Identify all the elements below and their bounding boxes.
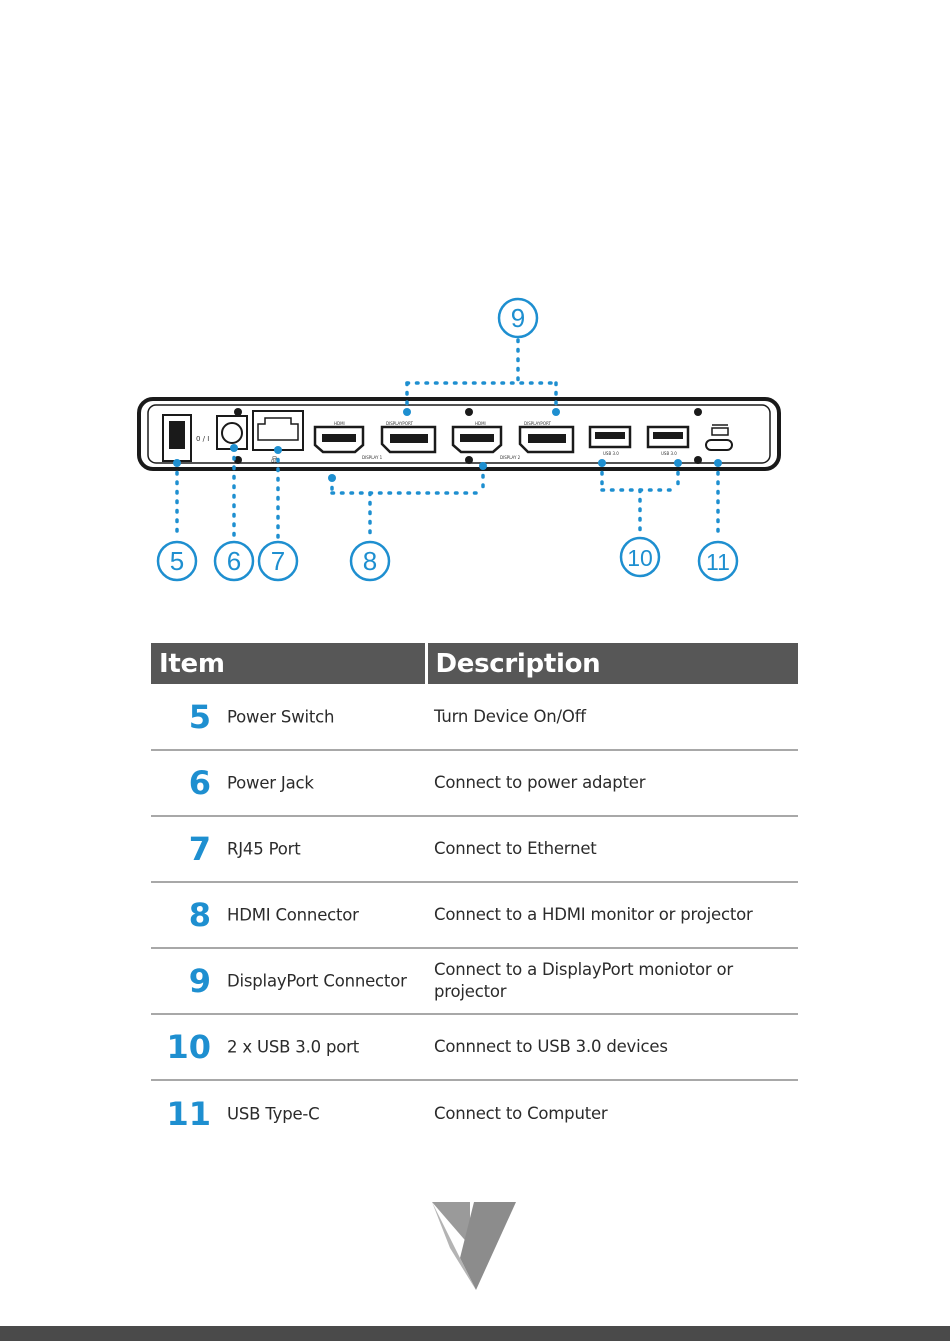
displayport-2-icon: DISPLAYPORT DISPLAY 2	[500, 421, 575, 460]
callout-8: 8	[349, 540, 391, 582]
item-name: USB Type-C	[227, 1104, 320, 1123]
svg-text:DISPLAY 2: DISPLAY 2	[500, 455, 521, 460]
table-row: 7 RJ45 Port Connect to Ethernet	[151, 816, 798, 883]
item-number: 11	[166, 1094, 211, 1133]
callout-leaders	[175, 338, 720, 540]
item-number: 8	[188, 896, 211, 934]
item-name: Power Jack	[227, 773, 314, 793]
v7-logo	[432, 1202, 516, 1290]
item-number: 9	[188, 962, 211, 1000]
item-description: Connect to a DisplayPort moniotor or pro…	[426, 948, 798, 1015]
table-row: 9 DisplayPort Connector Connect to a Disp…	[151, 948, 798, 1015]
svg-text:8: 8	[363, 546, 377, 576]
item-name: 2 x USB 3.0 port	[227, 1037, 359, 1057]
svg-text:10: 10	[627, 545, 653, 571]
table-row: 8 HDMI Connector Connect to a HDMI monito…	[151, 882, 798, 949]
svg-text:6: 6	[227, 546, 241, 576]
dock-rear-panel-diagram: 0 / I 品 HDMI DISPLAYPORT DISPLAY 1 HDMI …	[137, 297, 781, 582]
svg-text:USB 3.0: USB 3.0	[661, 451, 677, 456]
item-number: 5	[188, 697, 211, 736]
item-number: 6	[188, 764, 211, 802]
svg-text:5: 5	[170, 546, 184, 576]
item-name: Power Switch	[227, 707, 335, 726]
svg-text:0 / I: 0 / I	[196, 435, 209, 443]
callout-10: 10	[619, 536, 661, 578]
callout-6: 6	[213, 540, 255, 582]
table-row: 5 Power Switch Turn Device On/Off	[151, 684, 798, 751]
rj45-port-icon: 品	[252, 410, 304, 464]
svg-text:HDMI: HDMI	[334, 421, 345, 426]
item-number: 7	[188, 830, 211, 868]
callout-5: 5	[156, 540, 198, 582]
svg-text:HDMI: HDMI	[475, 421, 486, 426]
usb-port-1-icon: USB 3.0	[588, 425, 632, 456]
header-description: Description	[426, 643, 798, 684]
table-header-row: Item Description	[151, 643, 798, 684]
svg-text:USB 3.0: USB 3.0	[603, 451, 619, 456]
svg-text:DISPLAYPORT: DISPLAYPORT	[524, 421, 551, 426]
usb-port-2-icon: USB 3.0	[646, 425, 690, 456]
svg-text:11: 11	[706, 549, 730, 575]
callout-9: 9	[497, 297, 539, 339]
item-name: HDMI Connector	[227, 905, 359, 925]
item-name: DisplayPort Connector	[227, 971, 407, 991]
hdmi-port-1-icon: HDMI	[313, 421, 365, 454]
power-jack-icon	[216, 408, 248, 464]
item-description-table: Item Description 5 Power Switch Turn Devi…	[151, 643, 798, 1146]
svg-text:DISPLAY 1: DISPLAY 1	[362, 455, 383, 460]
callout-11: 11	[697, 540, 739, 582]
item-description: Connect to Computer	[434, 1103, 608, 1123]
svg-text:DISPLAYPORT: DISPLAYPORT	[386, 421, 413, 426]
svg-text:7: 7	[271, 546, 285, 576]
svg-text:品: 品	[271, 456, 278, 464]
header-item: Item	[151, 643, 428, 684]
item-description: Connect to Ethernet	[426, 816, 798, 883]
table-row: 10 2 x USB 3.0 port Connnect to USB 3.0 d…	[151, 1014, 798, 1081]
item-description: Connect to a HDMI monitor or projector	[426, 882, 798, 949]
svg-text:9: 9	[511, 303, 525, 333]
footer-bar	[0, 1326, 950, 1341]
item-description: Connnect to USB 3.0 devices	[426, 1014, 798, 1081]
callout-7: 7	[257, 540, 299, 582]
item-name: RJ45 Port	[227, 839, 301, 859]
hdmi-port-2-icon: HDMI	[451, 421, 503, 454]
displayport-1-icon: DISPLAYPORT DISPLAY 1	[362, 421, 437, 460]
table-row: 11 USB Type-C Connect to Computer	[151, 1080, 798, 1146]
table-row: 6 Power Jack Connect to power adapter	[151, 750, 798, 817]
usb-type-c-port-icon	[705, 424, 733, 451]
item-description: Connect to power adapter	[426, 750, 798, 817]
item-number: 10	[166, 1028, 211, 1066]
power-switch-icon: 0 / I	[162, 414, 209, 462]
item-description: Turn Device On/Off	[426, 684, 798, 751]
